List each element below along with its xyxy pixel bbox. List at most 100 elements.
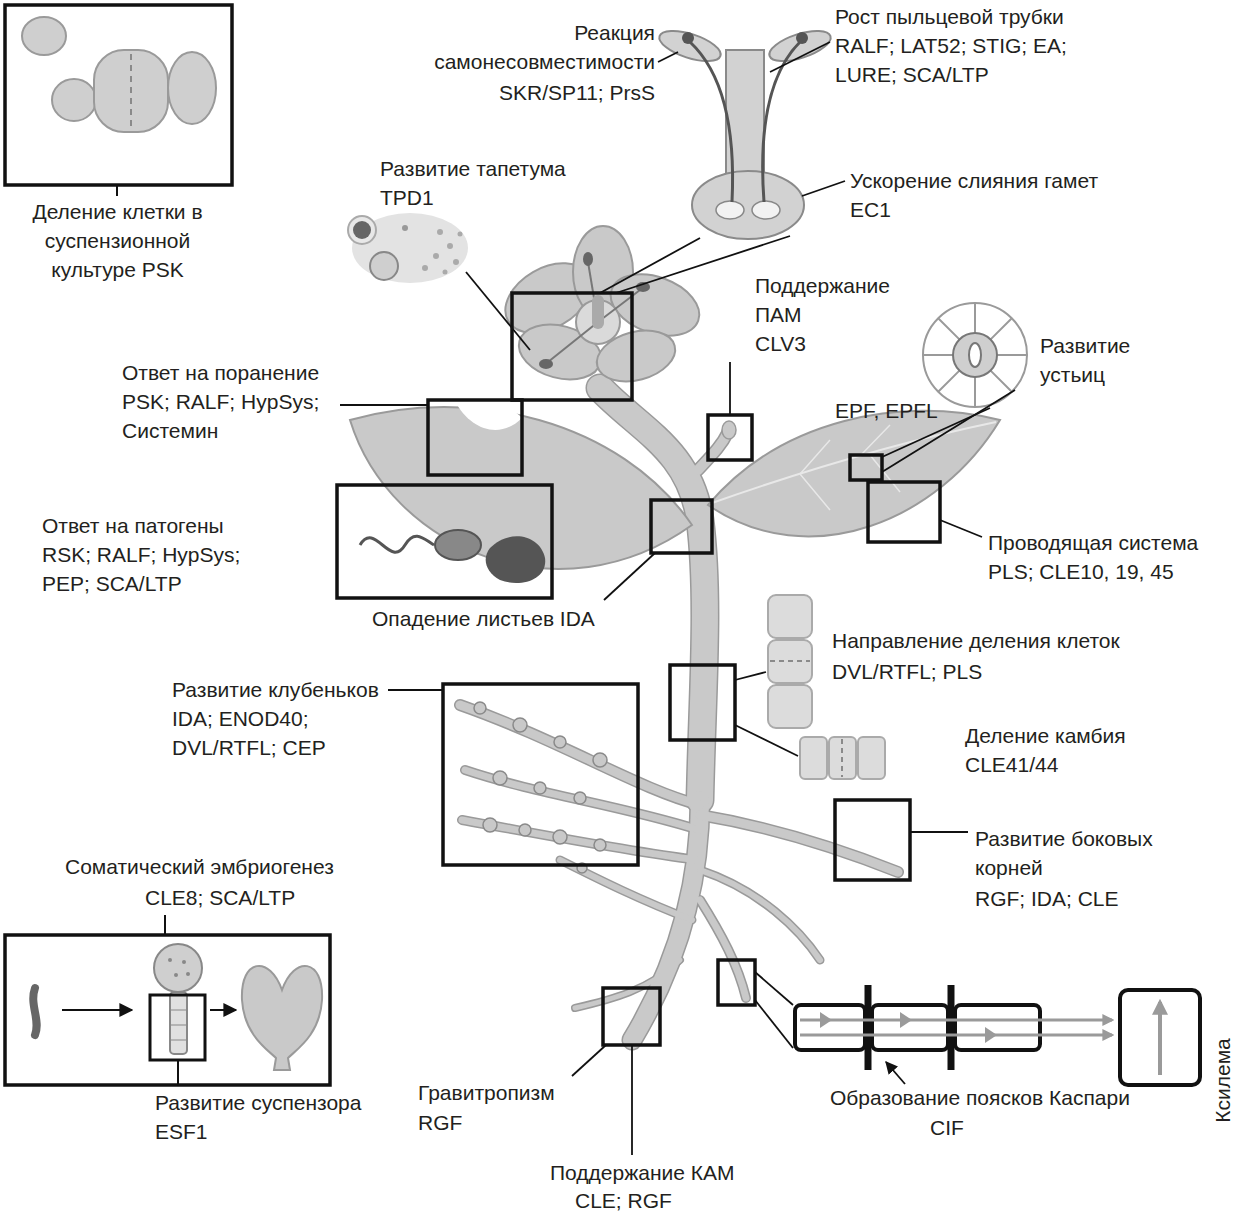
function-label: Образование поясков Каспари	[830, 1083, 1130, 1112]
leader-line	[729, 362, 731, 415]
plant-body	[700, 815, 898, 872]
nodules	[594, 839, 606, 851]
function-label: CLV3	[755, 329, 806, 358]
cell-culture-inset	[94, 50, 168, 132]
tapetum-drawing	[458, 232, 463, 237]
cambium-drawing	[841, 739, 843, 777]
leader-line	[340, 404, 428, 406]
shoot-apex	[722, 421, 736, 439]
cell-division-drawing	[768, 640, 812, 683]
leader-line	[631, 1045, 633, 1155]
pistil-drawing	[796, 32, 808, 44]
leader-line	[755, 972, 793, 1005]
nodules	[593, 753, 607, 767]
function-label: Поддержание КАМ	[550, 1158, 734, 1187]
cell-culture-inset	[130, 54, 132, 128]
function-label: Направление деления клеток	[832, 626, 1120, 655]
pistil-drawing	[692, 171, 804, 239]
leader-line	[755, 1000, 793, 1048]
casparian-drawing	[872, 1005, 948, 1050]
embryogenesis-inset	[154, 944, 202, 992]
cambium-drawing	[800, 737, 827, 779]
callout-box	[868, 482, 940, 542]
cell-culture-inset	[168, 52, 216, 124]
function-label: Развитие суспензора	[155, 1088, 361, 1117]
plant-body	[460, 705, 700, 805]
pistil-drawing	[682, 32, 694, 44]
stomata-drawing	[953, 333, 997, 377]
callout-box	[708, 415, 752, 460]
function-label: DVL/RTFL; PLS	[832, 657, 982, 686]
plant-body	[700, 870, 820, 960]
leaf	[435, 530, 481, 560]
plant-body	[600, 388, 705, 800]
cambium-drawing	[829, 737, 856, 779]
plant-body	[575, 960, 680, 1008]
tapetum-drawing	[370, 252, 398, 280]
nodules	[534, 782, 546, 794]
leaf	[350, 400, 692, 584]
function-label: Развитие устьиц	[1040, 331, 1160, 389]
leader-line	[735, 725, 798, 756]
flower	[583, 252, 593, 266]
function-label: Соматический эмбриогенез	[65, 852, 334, 881]
embryogenesis-inset	[5, 915, 330, 1085]
embryogenesis-inset	[150, 995, 205, 1060]
cell-culture-inset	[52, 79, 96, 121]
function-label: TPD1	[380, 183, 434, 212]
casparian-drawing	[820, 1012, 997, 1043]
pistil-drawing	[752, 201, 780, 219]
nodules	[519, 824, 531, 836]
callout-box	[443, 684, 638, 865]
function-label: PLS; CLE10, 19, 45	[988, 557, 1174, 586]
function-label: CIF	[930, 1113, 964, 1142]
leader-line	[572, 1045, 606, 1076]
function-label: ESF1	[155, 1117, 208, 1146]
function-label: RSK; RALF; HypSys; PEP; SCA/LTP	[42, 540, 257, 598]
function-label: Ускорение слияния гамет	[850, 166, 1098, 195]
embryogenesis-inset	[170, 1010, 187, 1011]
embryogenesis-inset	[170, 1040, 187, 1041]
pistil-drawing	[658, 52, 678, 62]
plant-body	[700, 900, 746, 998]
nodules	[513, 718, 527, 732]
leader-line	[735, 672, 766, 680]
nodules	[474, 702, 607, 873]
callout-box	[603, 988, 660, 1045]
callout-box	[718, 960, 755, 1005]
embryogenesis-inset	[170, 1025, 187, 1026]
plant-body	[700, 815, 898, 872]
cell-division-drawing	[768, 595, 812, 728]
nodules	[474, 702, 486, 714]
function-label: Ответ на патогены	[42, 511, 224, 540]
leaf	[455, 400, 522, 430]
tapetum-drawing	[348, 213, 468, 283]
function-label: CLE; RGF	[575, 1186, 672, 1215]
leader-line	[388, 689, 443, 691]
function-label: RALF; LAT52; STIG; EA; LURE; SCA/LTP	[835, 31, 1120, 89]
tapetum-drawing	[453, 259, 459, 265]
casparian-drawing	[948, 985, 955, 1070]
function-label: RGF	[418, 1108, 462, 1137]
casparian-drawing	[800, 1034, 1112, 1037]
function-label: Деление клетки в суспензионной культуре …	[5, 197, 230, 284]
tapetum-drawing	[447, 243, 453, 249]
function-label: Развитие клубеньков	[172, 675, 379, 704]
shoot-apex	[722, 421, 736, 439]
embryogenesis-inset	[164, 915, 166, 935]
casparian-drawing	[955, 1005, 1040, 1050]
stomata-drawing	[969, 343, 981, 367]
pistil-drawing	[716, 201, 744, 219]
callout-box	[670, 665, 735, 740]
casparian-drawing	[800, 1019, 1112, 1022]
nodules	[553, 830, 567, 844]
leader-line	[340, 236, 1015, 1155]
embryogenesis-inset	[174, 973, 178, 977]
function-label: Рост пыльцевой трубки	[835, 2, 1064, 31]
flower	[493, 226, 708, 390]
leader-line	[466, 272, 530, 350]
cambium-drawing	[858, 737, 885, 779]
tapetum-drawing	[422, 265, 428, 271]
cell-culture-inset	[5, 5, 232, 196]
function-label: CLE8; SCA/LTP	[145, 883, 295, 912]
